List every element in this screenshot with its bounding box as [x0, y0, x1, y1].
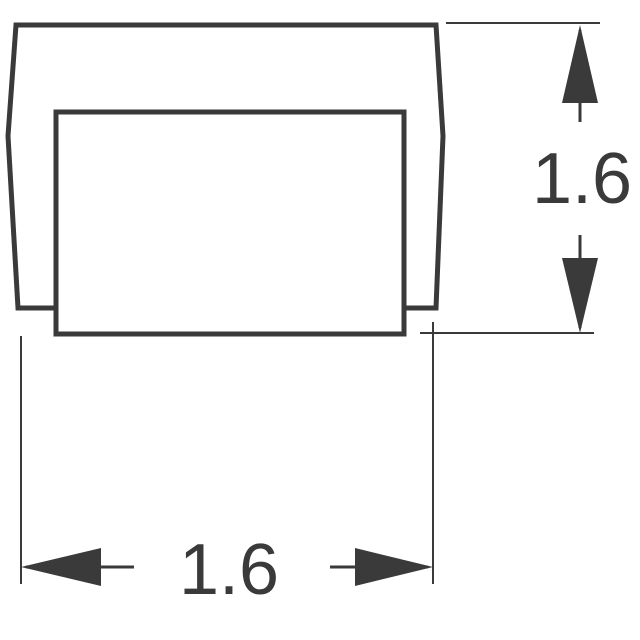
height-dimension-label: 1.6 [532, 139, 632, 219]
height-arrow-top-head [562, 25, 598, 103]
width-arrow-left-head [21, 548, 101, 586]
package-body-outline [5, 22, 446, 311]
width-dimension-label: 1.6 [179, 530, 279, 610]
width-arrow-right-head [355, 548, 433, 586]
height-arrow-bottom-head [562, 258, 598, 333]
terminal-rectangle [53, 109, 407, 337]
